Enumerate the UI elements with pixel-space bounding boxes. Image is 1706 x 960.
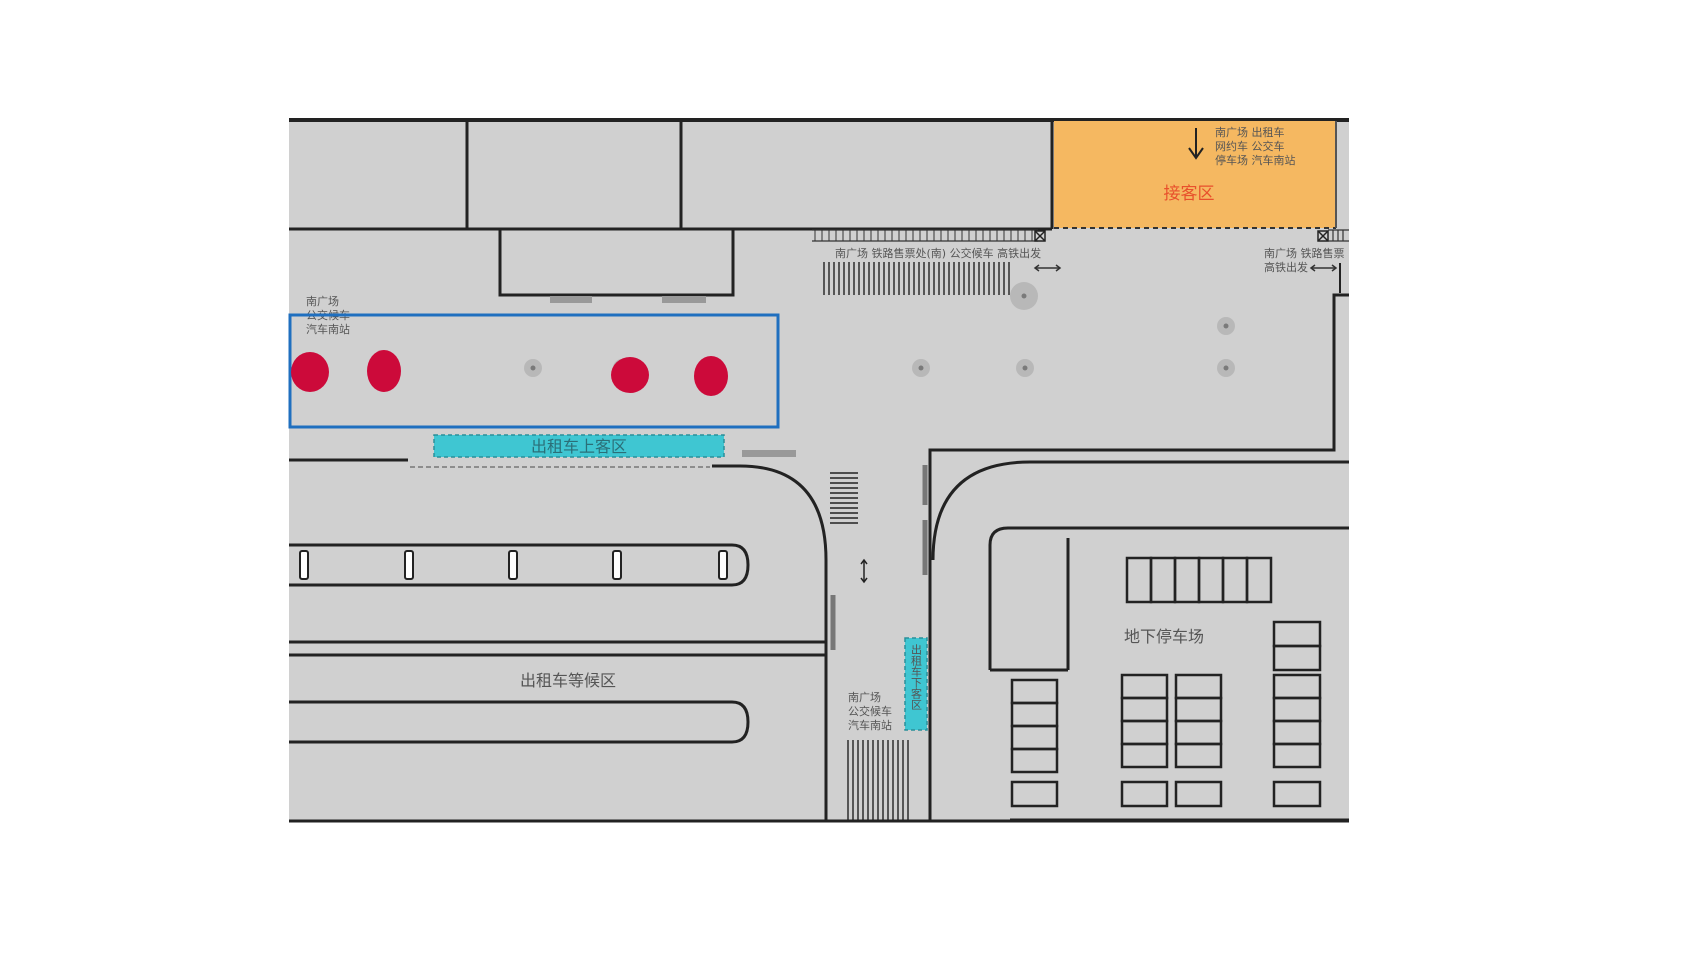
taxi-boarding-zone[interactable]: 出租车上客区 xyxy=(433,434,725,458)
parking-stall xyxy=(1272,742,1322,769)
taxi-slot xyxy=(404,550,414,580)
pillar-core xyxy=(1021,293,1027,299)
central-road-edges xyxy=(830,465,928,650)
underground-parking-label: 地下停车场 xyxy=(1124,627,1204,646)
double-arrow-icon xyxy=(1033,264,1338,272)
highlight-box xyxy=(288,313,780,429)
direction-bottom-line-1: 南广场 xyxy=(848,690,881,704)
location-marker xyxy=(291,352,329,392)
pillar-core xyxy=(1022,365,1028,371)
pillar-core xyxy=(1223,365,1229,371)
direction-left-line-1: 南广场 xyxy=(306,294,339,308)
entrance-mark-1 xyxy=(550,296,592,303)
pillar-core xyxy=(530,365,536,371)
parking-stall xyxy=(1120,780,1169,808)
pickup-area-label: 接客区 xyxy=(1164,184,1215,204)
parking-stall xyxy=(1120,742,1169,769)
parking-stall xyxy=(1010,780,1059,808)
down-arrow-icon xyxy=(1188,128,1204,160)
fence-ticks xyxy=(814,230,1033,241)
taxi-slot xyxy=(612,550,622,580)
direction-mid-label: 南广场 铁路售票处(南) 公交候车 高铁出发 xyxy=(835,246,1041,260)
pillar-core xyxy=(918,365,924,371)
location-marker xyxy=(367,350,401,392)
location-marker xyxy=(694,356,728,396)
markers xyxy=(291,350,728,396)
crossing-icon xyxy=(1034,230,1329,242)
parking-stall xyxy=(1245,556,1273,604)
direction-bottom-line-3: 汽车南站 xyxy=(848,718,892,732)
direction-right-line-1: 南广场 铁路售票 xyxy=(1264,246,1345,260)
parking-stalls xyxy=(1010,556,1322,808)
taxi-dropoff-zone[interactable]: 出租车下客区 xyxy=(904,637,928,731)
concourse-right-wall xyxy=(928,293,1349,820)
direction-left-line-3: 汽车南站 xyxy=(306,322,350,336)
direction-top-line-1: 南广场 出租车 xyxy=(1215,125,1285,139)
taxi-slot xyxy=(718,550,728,580)
fence-right xyxy=(1328,229,1349,242)
underground-parking[interactable] xyxy=(931,460,1349,822)
location-marker xyxy=(611,357,649,393)
direction-bottom-line-2: 公交候车 xyxy=(848,704,892,718)
direction-top-line-2: 网约车 公交车 xyxy=(1215,139,1285,153)
parking-stall xyxy=(1010,747,1059,774)
entrance-mark-2 xyxy=(662,296,706,303)
stairs-top xyxy=(823,262,1010,295)
map-background xyxy=(289,119,1349,822)
parking-stall xyxy=(1272,780,1322,808)
stairs-bottom xyxy=(847,740,909,820)
taxi-waiting-label: 出租车等候区 xyxy=(520,671,616,690)
taxi-dropoff-label: 出租车下客区 xyxy=(910,643,923,710)
parking-stall xyxy=(1174,742,1223,769)
taxi-slot xyxy=(299,550,309,580)
parking-stall xyxy=(1272,644,1322,672)
taxi-boarding-label: 出租车上客区 xyxy=(531,437,627,456)
top-buildings xyxy=(289,122,1054,297)
up-down-arrow-icon xyxy=(860,558,868,584)
direction-right-line-2: 高铁出发 xyxy=(1264,260,1308,274)
taxi-slots xyxy=(299,550,728,580)
direction-top-line-3: 停车场 汽车南站 xyxy=(1215,153,1296,167)
pillar-core xyxy=(1223,323,1229,329)
stairs-mid xyxy=(830,472,858,524)
parking-stall xyxy=(1174,780,1223,808)
entrance-mark-3 xyxy=(742,450,796,457)
taxi-slot xyxy=(508,550,518,580)
